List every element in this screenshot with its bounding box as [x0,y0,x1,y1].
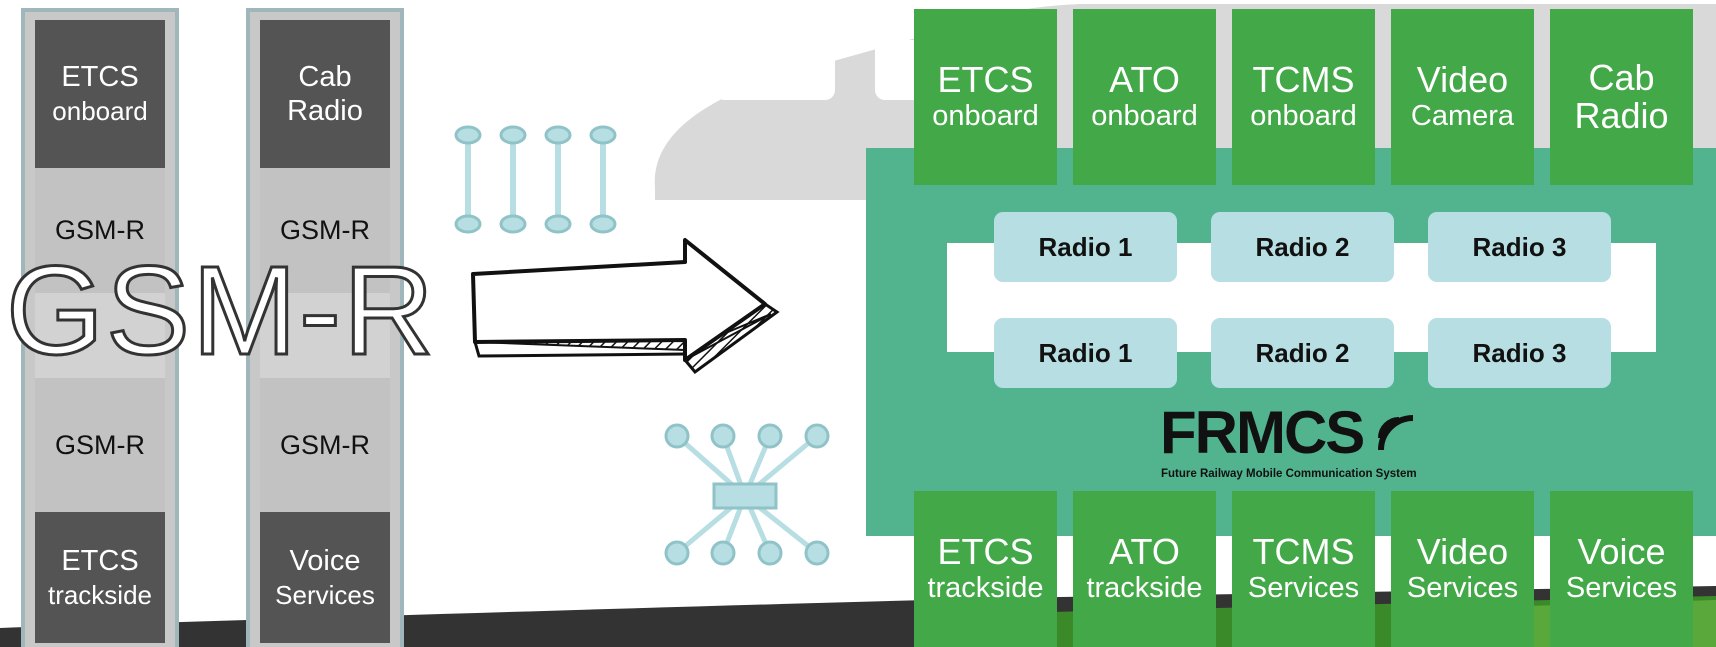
stack-bottom-label: ETCS [61,544,139,577]
box-subtitle: Services [1406,572,1519,604]
box-title: ATO [1109,59,1180,100]
stack-bottom-sublabel: Services [275,579,375,610]
stack-gsmr-layer: GSM-R [260,168,390,293]
box-title: TCMS [1252,531,1355,572]
gsmr-stack-cab-radio: Cab Radio GSM-R GSM-R Voice Services [246,8,404,647]
point-to-point-links-icon [454,125,617,234]
gsmr-stack-etcs: ETCS onboard GSM-R GSM-R ETCS trackside [21,8,179,647]
stack-gsmr-layer: GSM-R [35,378,165,512]
box-title: Voice [1577,531,1666,572]
box-subtitle: trackside [927,572,1044,604]
logo-subtitle: Future Railway Mobile Communication Syst… [1161,468,1417,480]
stack-link-layer [35,293,165,378]
box-title: ETCS [937,59,1034,100]
box-title: ETCS [937,531,1034,572]
stack-bottom-label: Voice [289,544,361,577]
onboard-box-ato: ATO onboard [1073,9,1216,185]
hub-network-icon [664,423,830,566]
onboard-box-tcms: TCMS onboard [1232,9,1375,185]
trackside-box-video: Video Services [1391,491,1534,647]
stack-top-block: Cab Radio [260,20,390,168]
box-title: Cab [1588,57,1655,98]
gsmr-title: GSM-R [5,240,436,381]
onboard-box-etcs: ETCS onboard [914,9,1057,185]
box-subtitle: onboard [1091,100,1198,132]
trackside-box-etcs: ETCS trackside [914,491,1057,647]
stack-top-block: ETCS onboard [35,20,165,168]
stack-gsmr-label: GSM-R [55,215,145,245]
train-window [715,40,835,100]
frmcs-logo: FRMCS Future Railway Mobile Communicatio… [1157,398,1437,482]
stack-bottom-block: Voice Services [260,512,390,643]
box-subtitle: Services [1247,572,1360,604]
logo-wordmark: FRMCS [1160,399,1365,466]
trackside-box-voice: Voice Services [1550,491,1693,647]
stack-gsmr-label: GSM-R [280,429,370,460]
box-subtitle: trackside [1086,572,1203,604]
wifi-waves-icon [1378,415,1414,451]
box-title: ATO [1109,531,1180,572]
stack-top-label: Cab [298,61,352,93]
box-subtitle: onboard [1250,100,1357,132]
stack-top-sublabel: Radio [287,95,363,127]
radio-2-trackside: Radio 2 [1211,318,1394,388]
stack-bottom-sublabel: trackside [47,579,153,610]
radio-1-onboard: Radio 1 [994,212,1177,282]
trackside-box-ato: ATO trackside [1073,491,1216,647]
box-subtitle: Radio [1574,95,1669,136]
box-subtitle: Camera [1410,100,1515,132]
radio-2-onboard: Radio 2 [1211,212,1394,282]
stack-gsmr-layer: GSM-R [35,168,165,293]
migration-arrow-icon [471,238,780,375]
trackside-box-tcms: TCMS Services [1232,491,1375,647]
stack-gsmr-layer: GSM-R [260,378,390,512]
box-title: TCMS [1252,59,1355,100]
box-title: Video [1416,531,1509,572]
stack-gsmr-label: GSM-R [280,215,370,245]
radio-3-trackside: Radio 3 [1428,318,1611,388]
box-title: Video [1416,59,1509,100]
stack-gsmr-label: GSM-R [55,429,145,460]
stack-top-sublabel: onboard [52,96,148,126]
radio-3-onboard: Radio 3 [1428,212,1611,282]
radio-1-trackside: Radio 1 [994,318,1177,388]
stack-bottom-block: ETCS trackside [35,512,165,643]
box-subtitle: onboard [932,100,1039,132]
stack-top-label: ETCS [61,61,139,93]
stack-link-layer [260,293,390,378]
box-subtitle: Services [1565,572,1678,604]
onboard-box-video: Video Camera [1391,9,1534,185]
onboard-box-cab-radio: Cab Radio [1550,9,1693,185]
